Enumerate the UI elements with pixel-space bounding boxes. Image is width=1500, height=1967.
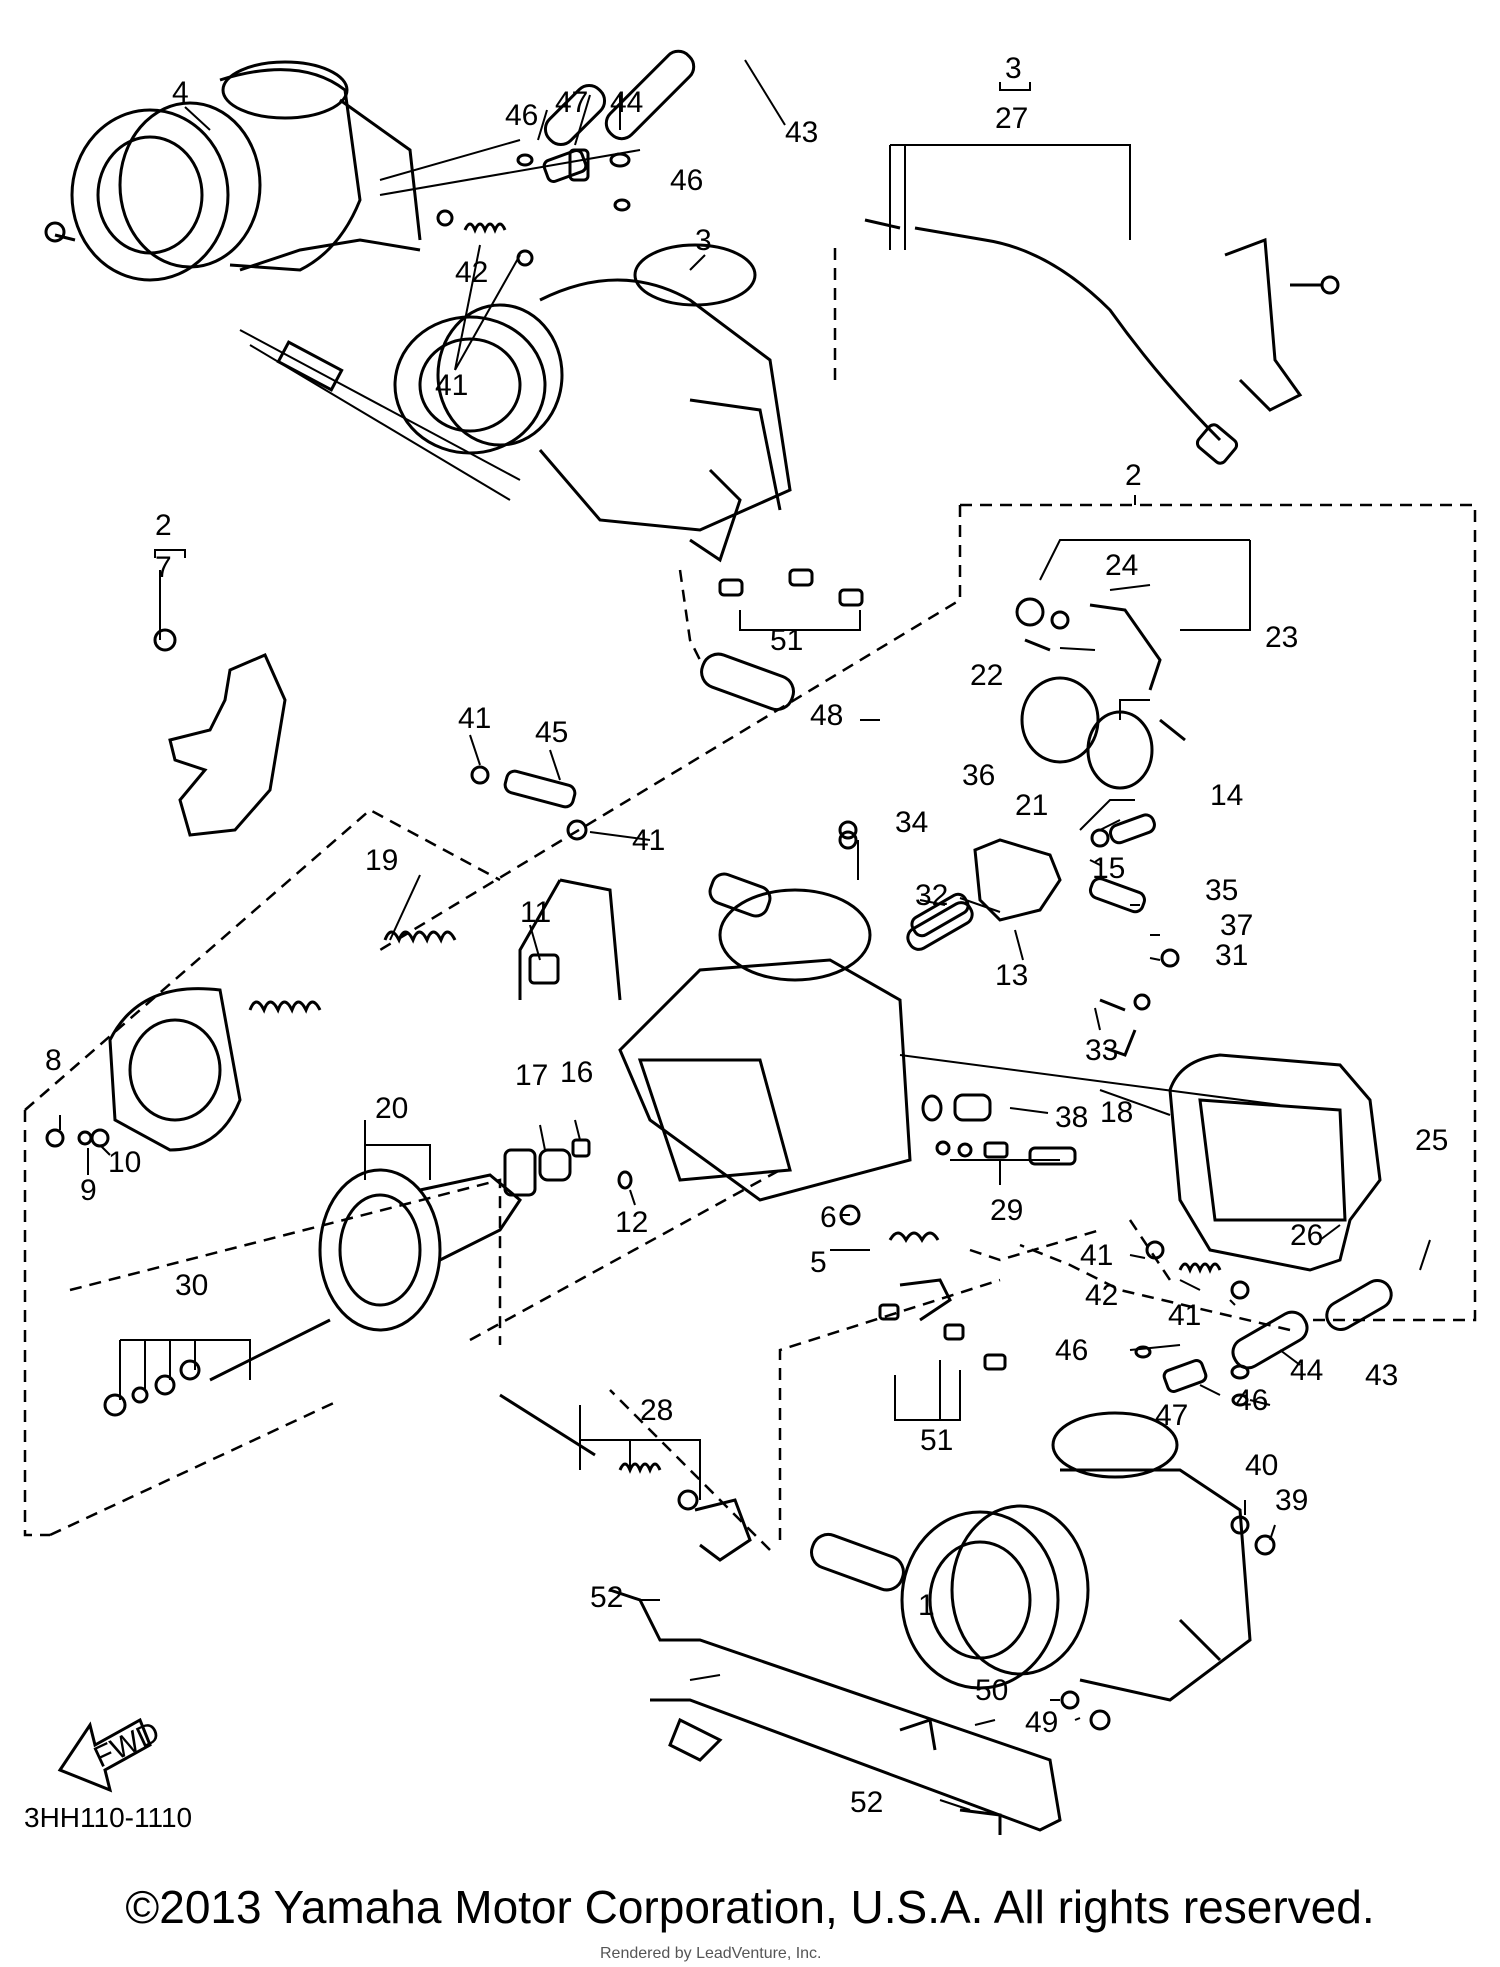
small-parts-center [538,1138,940,1244]
carburetor-4 [44,60,422,282]
callout-52: 52 [850,1786,883,1819]
callout-43: 43 [785,116,818,149]
callout-46: 46 [1235,1384,1268,1417]
vacuum-chamber-cover [45,930,457,1152]
linking-rods [239,139,641,501]
leader-lines [59,59,1431,1811]
group-boundaries [23,240,1477,1551]
callout-4: 4 [172,76,189,109]
callout-47: 47 [555,86,588,119]
callout-2: 2 [1125,459,1142,492]
callout-40: 40 [1245,1449,1278,1482]
callout-42: 42 [455,256,488,289]
hose-43-top [543,49,696,147]
pilot-screw-45 [470,765,588,841]
callout-27: 27 [995,102,1028,135]
callout-31: 31 [1215,939,1248,972]
callout-26: 26 [1290,1219,1323,1252]
fwd-arrow-icon: FWD [57,1716,165,1793]
callout-20: 20 [375,1092,408,1125]
callout-48: 48 [810,699,843,732]
callout-46: 46 [505,99,538,132]
fitting-47-top [516,148,631,212]
callout-33: 33 [1085,1034,1118,1067]
callout-30: 30 [175,1269,208,1302]
callout-21: 21 [1015,789,1048,822]
rendered-by-notice: Rendered by LeadVenture, Inc. [600,1945,822,1962]
callout-49: 49 [1025,1706,1058,1739]
callout-12: 12 [615,1206,648,1239]
callout-10: 10 [108,1146,141,1179]
callout-38: 38 [1055,1101,1088,1134]
callout-45: 45 [535,716,568,749]
callout-13: 13 [995,959,1028,992]
callout-16: 16 [560,1056,593,1089]
bracket-7 [153,628,287,837]
callout-18: 18 [1100,1096,1133,1129]
callout-3: 3 [1005,52,1022,85]
jet-parts-29-38 [921,1093,1077,1166]
copyright-notice: ©2013 Yamaha Motor Corporation, U.S.A. A… [125,1881,1375,1933]
fwd-label: FWD [89,1716,165,1775]
throttle-cable-27 [864,218,1340,465]
linkage-bar-52 [609,1588,1062,1835]
callout-15: 15 [1092,852,1125,885]
callout-43: 43 [1365,1359,1398,1392]
callout-labels: 1 2 2 3 3 4 5 6 7 8 9 10 11 12 13 14 15 … [45,52,1448,1819]
lever-51-lower [878,1278,1007,1371]
callout-19: 19 [365,844,398,877]
callout-41: 41 [632,824,665,857]
callout-5: 5 [810,1246,827,1279]
callout-51: 51 [920,1424,953,1457]
callout-8: 8 [45,1044,62,1077]
callout-52: 52 [590,1581,623,1614]
callout-41: 41 [435,369,468,402]
callout-28: 28 [640,1394,673,1427]
callout-11: 11 [520,896,551,929]
callout-23: 23 [1265,621,1298,654]
callout-14: 14 [1210,779,1243,812]
callout-6: 6 [820,1201,837,1234]
diagram-code: 3HH110-1110 [24,1802,193,1833]
callout-41: 41 [458,702,491,735]
callout-22: 22 [970,659,1003,692]
callout-17: 17 [515,1059,548,1092]
callout-39: 39 [1275,1484,1308,1517]
choke-assembly-23 [1015,597,1186,790]
callout-35: 35 [1205,874,1238,907]
callout-41: 41 [1168,1299,1201,1332]
callout-25: 25 [1415,1124,1448,1157]
callout-50: 50 [975,1674,1008,1707]
needle-set-30 [103,1318,331,1417]
callout-42: 42 [1085,1279,1118,1312]
callout-44: 44 [1290,1354,1323,1387]
starter-plunger-28 [499,1393,752,1562]
callout-37: 37 [1220,909,1253,942]
callout-51: 51 [770,624,803,657]
screws-51-top [718,568,864,607]
callout-32: 32 [915,879,948,912]
fuel-hose-right [1134,1240,1393,1407]
callout-46: 46 [1055,1334,1088,1367]
carburetor-3 [393,243,792,563]
callout-46: 46 [670,164,703,197]
bracket-36 [838,813,1180,1057]
callout-41: 41 [1080,1239,1113,1272]
piston-valve-20 [318,1148,537,1332]
hose-48 [700,652,795,712]
callout-36: 36 [962,759,995,792]
callout-2: 2 [155,509,172,542]
callout-47: 47 [1155,1399,1188,1432]
callout-9: 9 [80,1174,97,1207]
carburetor-1 [810,1411,1276,1731]
callout-34: 34 [895,806,928,839]
callout-24: 24 [1105,549,1138,582]
float-bowl-18 [899,1053,1382,1272]
callout-44: 44 [610,86,643,119]
callout-3: 3 [695,224,712,257]
callout-29: 29 [990,1194,1023,1227]
callout-1: 1 [918,1589,935,1622]
callout-7: 7 [155,551,172,584]
